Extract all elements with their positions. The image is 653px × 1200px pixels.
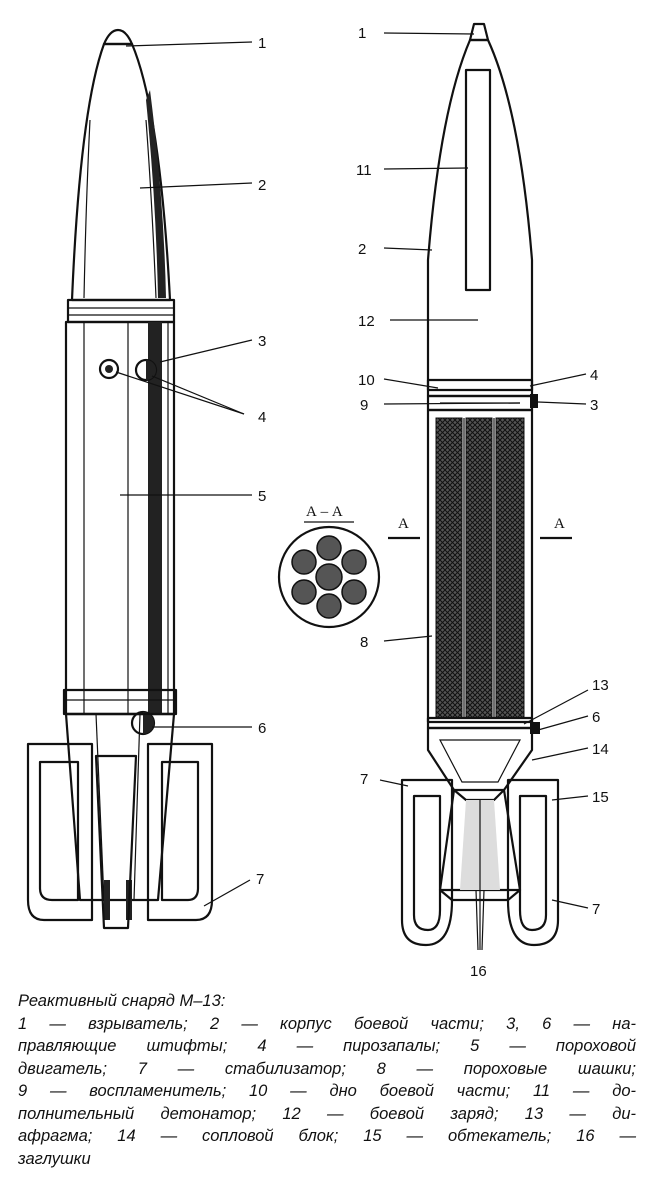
- right-label-3: 3: [590, 397, 598, 414]
- right-label-7-right: 7: [592, 901, 600, 918]
- right-label-2: 2: [358, 241, 366, 258]
- section-title: А – А: [306, 504, 343, 520]
- right-label-4: 4: [590, 367, 598, 384]
- caption-line-2: правляющие штифты; 4 — пирозапалы; 5 — п…: [18, 1037, 636, 1055]
- left-label-5: 5: [258, 488, 266, 505]
- caption-line-3: двигатель; 7 — стабилизатор; 8 — порохов…: [18, 1059, 636, 1078]
- right-label-7-left: 7: [360, 771, 368, 788]
- left-callout-labels: 1 2 3 4 5 6 7: [256, 35, 266, 888]
- right-label-8: 8: [360, 634, 368, 651]
- right-label-14: 14: [592, 741, 609, 758]
- caption-title: Реактивный снаряд М–13:: [18, 992, 226, 1010]
- right-label-16: 16: [470, 963, 487, 980]
- right-label-9: 9: [360, 397, 368, 414]
- rocket-external-view: [26, 28, 214, 930]
- section-cut-left-label: А: [398, 516, 409, 532]
- caption-line-7: заглушки: [18, 1149, 91, 1168]
- right-label-6: 6: [592, 709, 600, 726]
- right-label-13: 13: [592, 677, 609, 694]
- left-label-7: 7: [256, 871, 264, 888]
- section-a-a-view: А – А А А: [277, 504, 572, 629]
- left-label-3: 3: [258, 333, 266, 350]
- left-label-4: 4: [258, 409, 266, 426]
- caption-line-5: полнительный детонатор; 12 — боевой заря…: [18, 1104, 636, 1123]
- left-label-2: 2: [258, 177, 266, 194]
- left-leader-lines: [115, 41, 253, 907]
- right-leader-lines: [379, 32, 589, 909]
- caption-line-1: 1 — взрыватель; 2 — корпус боевой части;…: [18, 1014, 636, 1033]
- caption-line-4: 9 — воспламенитель; 10 — дно боевой част…: [18, 1082, 636, 1100]
- left-label-1: 1: [258, 35, 266, 52]
- caption-line-6: афрагма; 14 — сопловой блок; 15 — обтека…: [18, 1127, 636, 1145]
- rocket-sectional-view: [400, 22, 560, 951]
- figure-caption: Реактивный снаряд М–13: 1 — взрыватель; …: [18, 990, 636, 1170]
- right-callout-labels: 1 11 2 12 10 4 9 3 8 13 6 14 7 15 7 16: [356, 25, 609, 980]
- m13-rocket-diagram: 1 2 3 4 5 6 7: [26, 22, 609, 980]
- right-label-12: 12: [358, 313, 375, 330]
- right-label-15: 15: [592, 789, 609, 806]
- left-label-6: 6: [258, 720, 266, 737]
- right-label-1: 1: [358, 25, 366, 42]
- section-cut-right-label: А: [554, 516, 565, 532]
- right-label-10: 10: [358, 372, 375, 389]
- right-label-11: 11: [356, 162, 372, 179]
